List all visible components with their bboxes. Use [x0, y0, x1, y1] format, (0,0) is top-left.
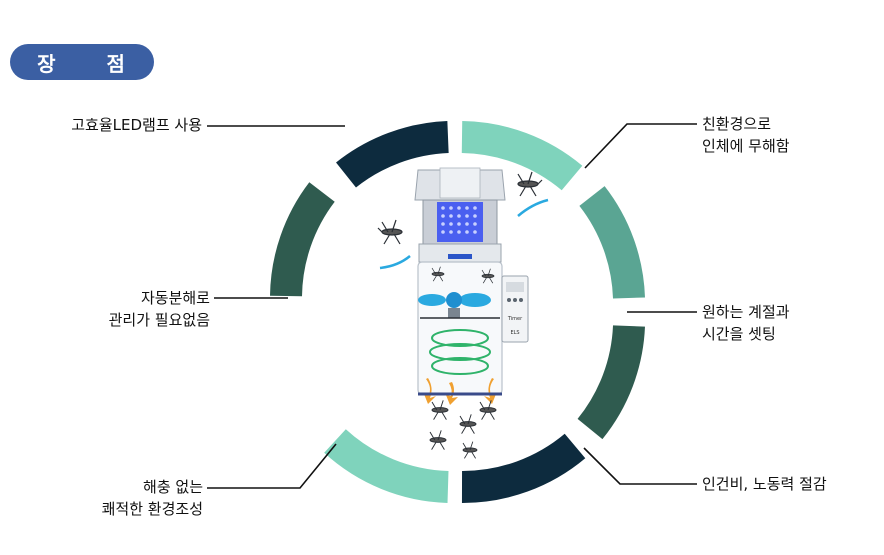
mosquito-icon	[462, 441, 478, 459]
ring-segment-bottom-left	[324, 428, 449, 503]
air-swirl	[429, 329, 491, 375]
label-eco-friendly: 친환경으로 인체에 무해함	[702, 115, 790, 155]
connector-bottom-right	[583, 447, 697, 485]
ring-segment-top-left	[336, 121, 449, 188]
fan-blade-right	[459, 293, 491, 307]
mosquito-icon	[517, 171, 543, 197]
fan-hub	[446, 292, 462, 308]
timer-box	[501, 275, 529, 343]
attraction-arrow-right	[517, 198, 549, 217]
label-season-time-setting: 원하는 계절과 시간을 셋팅	[702, 303, 790, 343]
attraction-arrows	[379, 198, 549, 270]
device-middle-band	[418, 243, 502, 263]
ring-segment-bottom-right	[461, 433, 586, 504]
connector-top-right	[584, 123, 697, 169]
mosquito-icon	[479, 400, 497, 420]
ring-segment-right-upper	[579, 186, 645, 299]
timer-label: Timer	[507, 316, 523, 322]
ring-segment-left	[270, 182, 335, 297]
mosquito-icon	[377, 219, 403, 245]
ring-segment-right-lower	[577, 324, 645, 440]
mosquito-icons	[377, 171, 543, 459]
mosquito-icon	[481, 268, 495, 284]
mosquito-icon	[431, 400, 449, 420]
mosquito-icon	[459, 414, 477, 434]
label-pest-free-environment: 해충 없는 쾌적한 환경조성	[101, 478, 203, 518]
attraction-arrow-left	[379, 255, 411, 270]
label-auto-decomposition: 자동분해로 관리가 필요없음	[108, 289, 210, 329]
timer-model-label: ELS	[510, 330, 519, 336]
ring-segment-top-right	[461, 121, 583, 191]
led-dots	[441, 206, 477, 234]
mosquito-icon	[431, 266, 445, 282]
connector-bottom-left	[207, 443, 337, 489]
connector-lines	[207, 123, 697, 489]
label-high-efficiency-led: 고효율LED램프 사용	[71, 116, 202, 134]
fan-blade-left	[418, 294, 446, 306]
trap-device: Timer ELS	[414, 167, 529, 405]
mosquito-icon	[429, 430, 447, 450]
advantages-badge: 장 점	[10, 44, 154, 80]
ring-segments	[270, 121, 645, 504]
label-labor-cost-saving: 인건비, 노동력 절감	[702, 475, 827, 493]
